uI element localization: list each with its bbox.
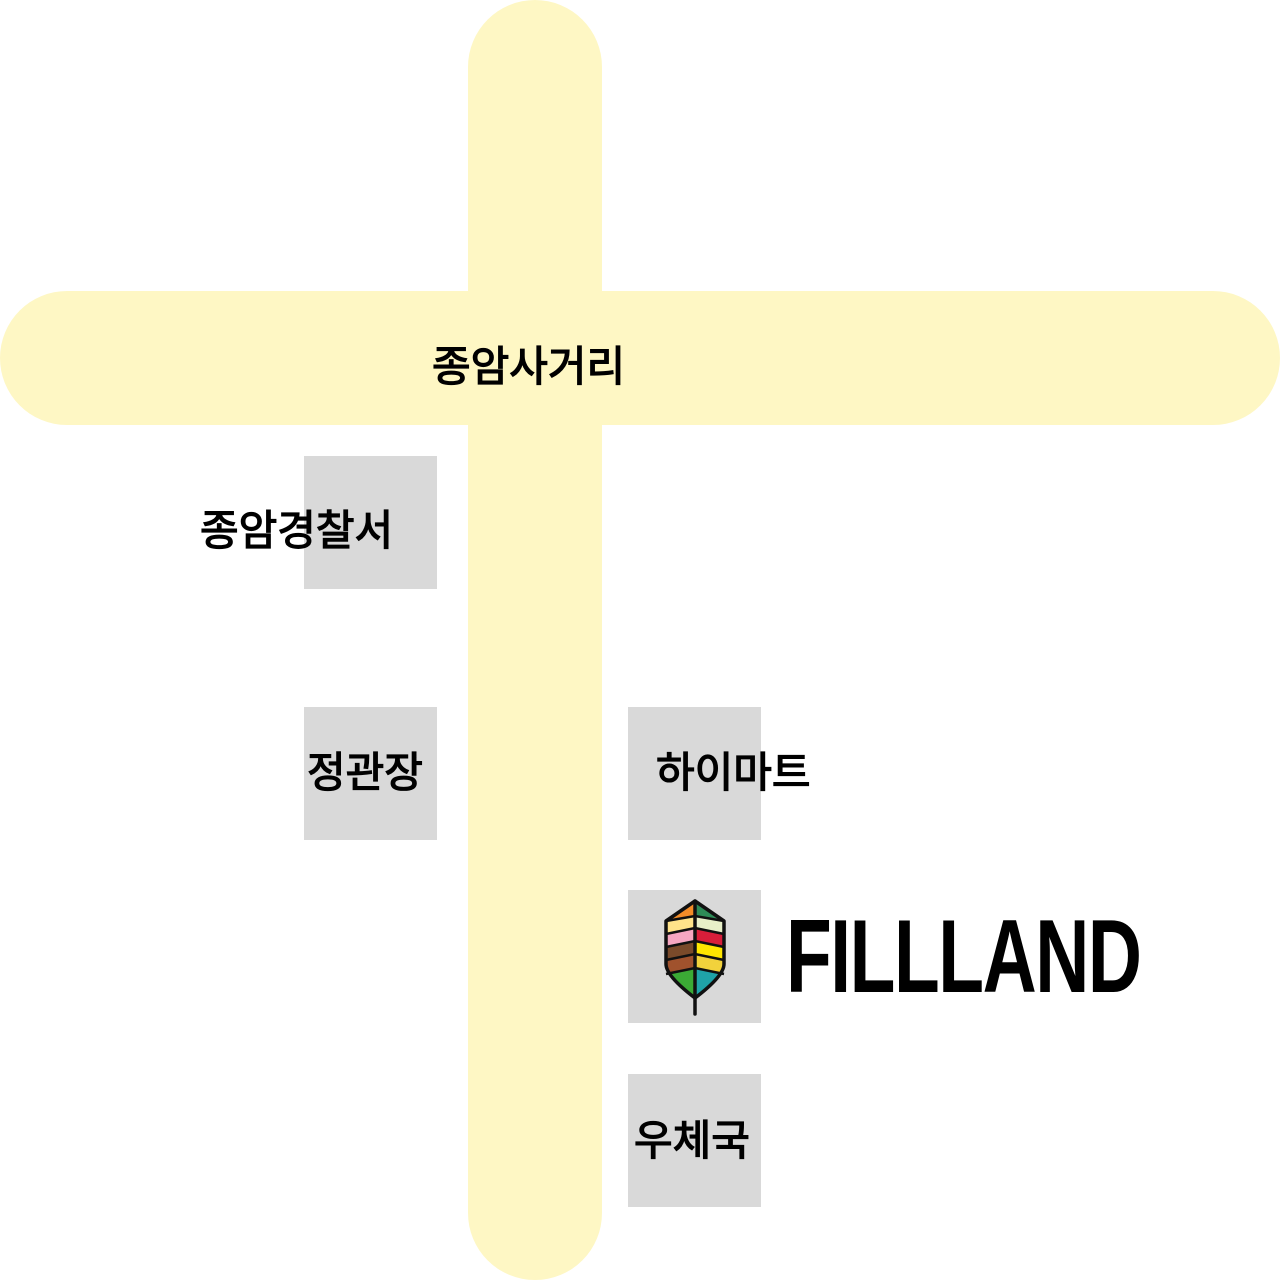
- fillland-brand-name: FILLLAND: [786, 899, 1142, 1015]
- main-road-vertical: [468, 0, 602, 1280]
- leaf-logo-icon: [664, 899, 726, 1016]
- police-station-block: [304, 456, 437, 589]
- post-office-block: [628, 1074, 761, 1207]
- intersection-label: 종암사거리: [432, 342, 626, 391]
- main-road-horizontal: [0, 291, 1280, 425]
- jeonggwanjang-label: 정관장: [307, 748, 423, 797]
- jeonggwanjang-block: [304, 707, 437, 840]
- himart-label: 하이마트: [656, 748, 811, 797]
- post-office-label: 우체국: [634, 1116, 750, 1165]
- himart-block: [628, 707, 761, 840]
- police-station-label: 종암경찰서: [200, 506, 394, 555]
